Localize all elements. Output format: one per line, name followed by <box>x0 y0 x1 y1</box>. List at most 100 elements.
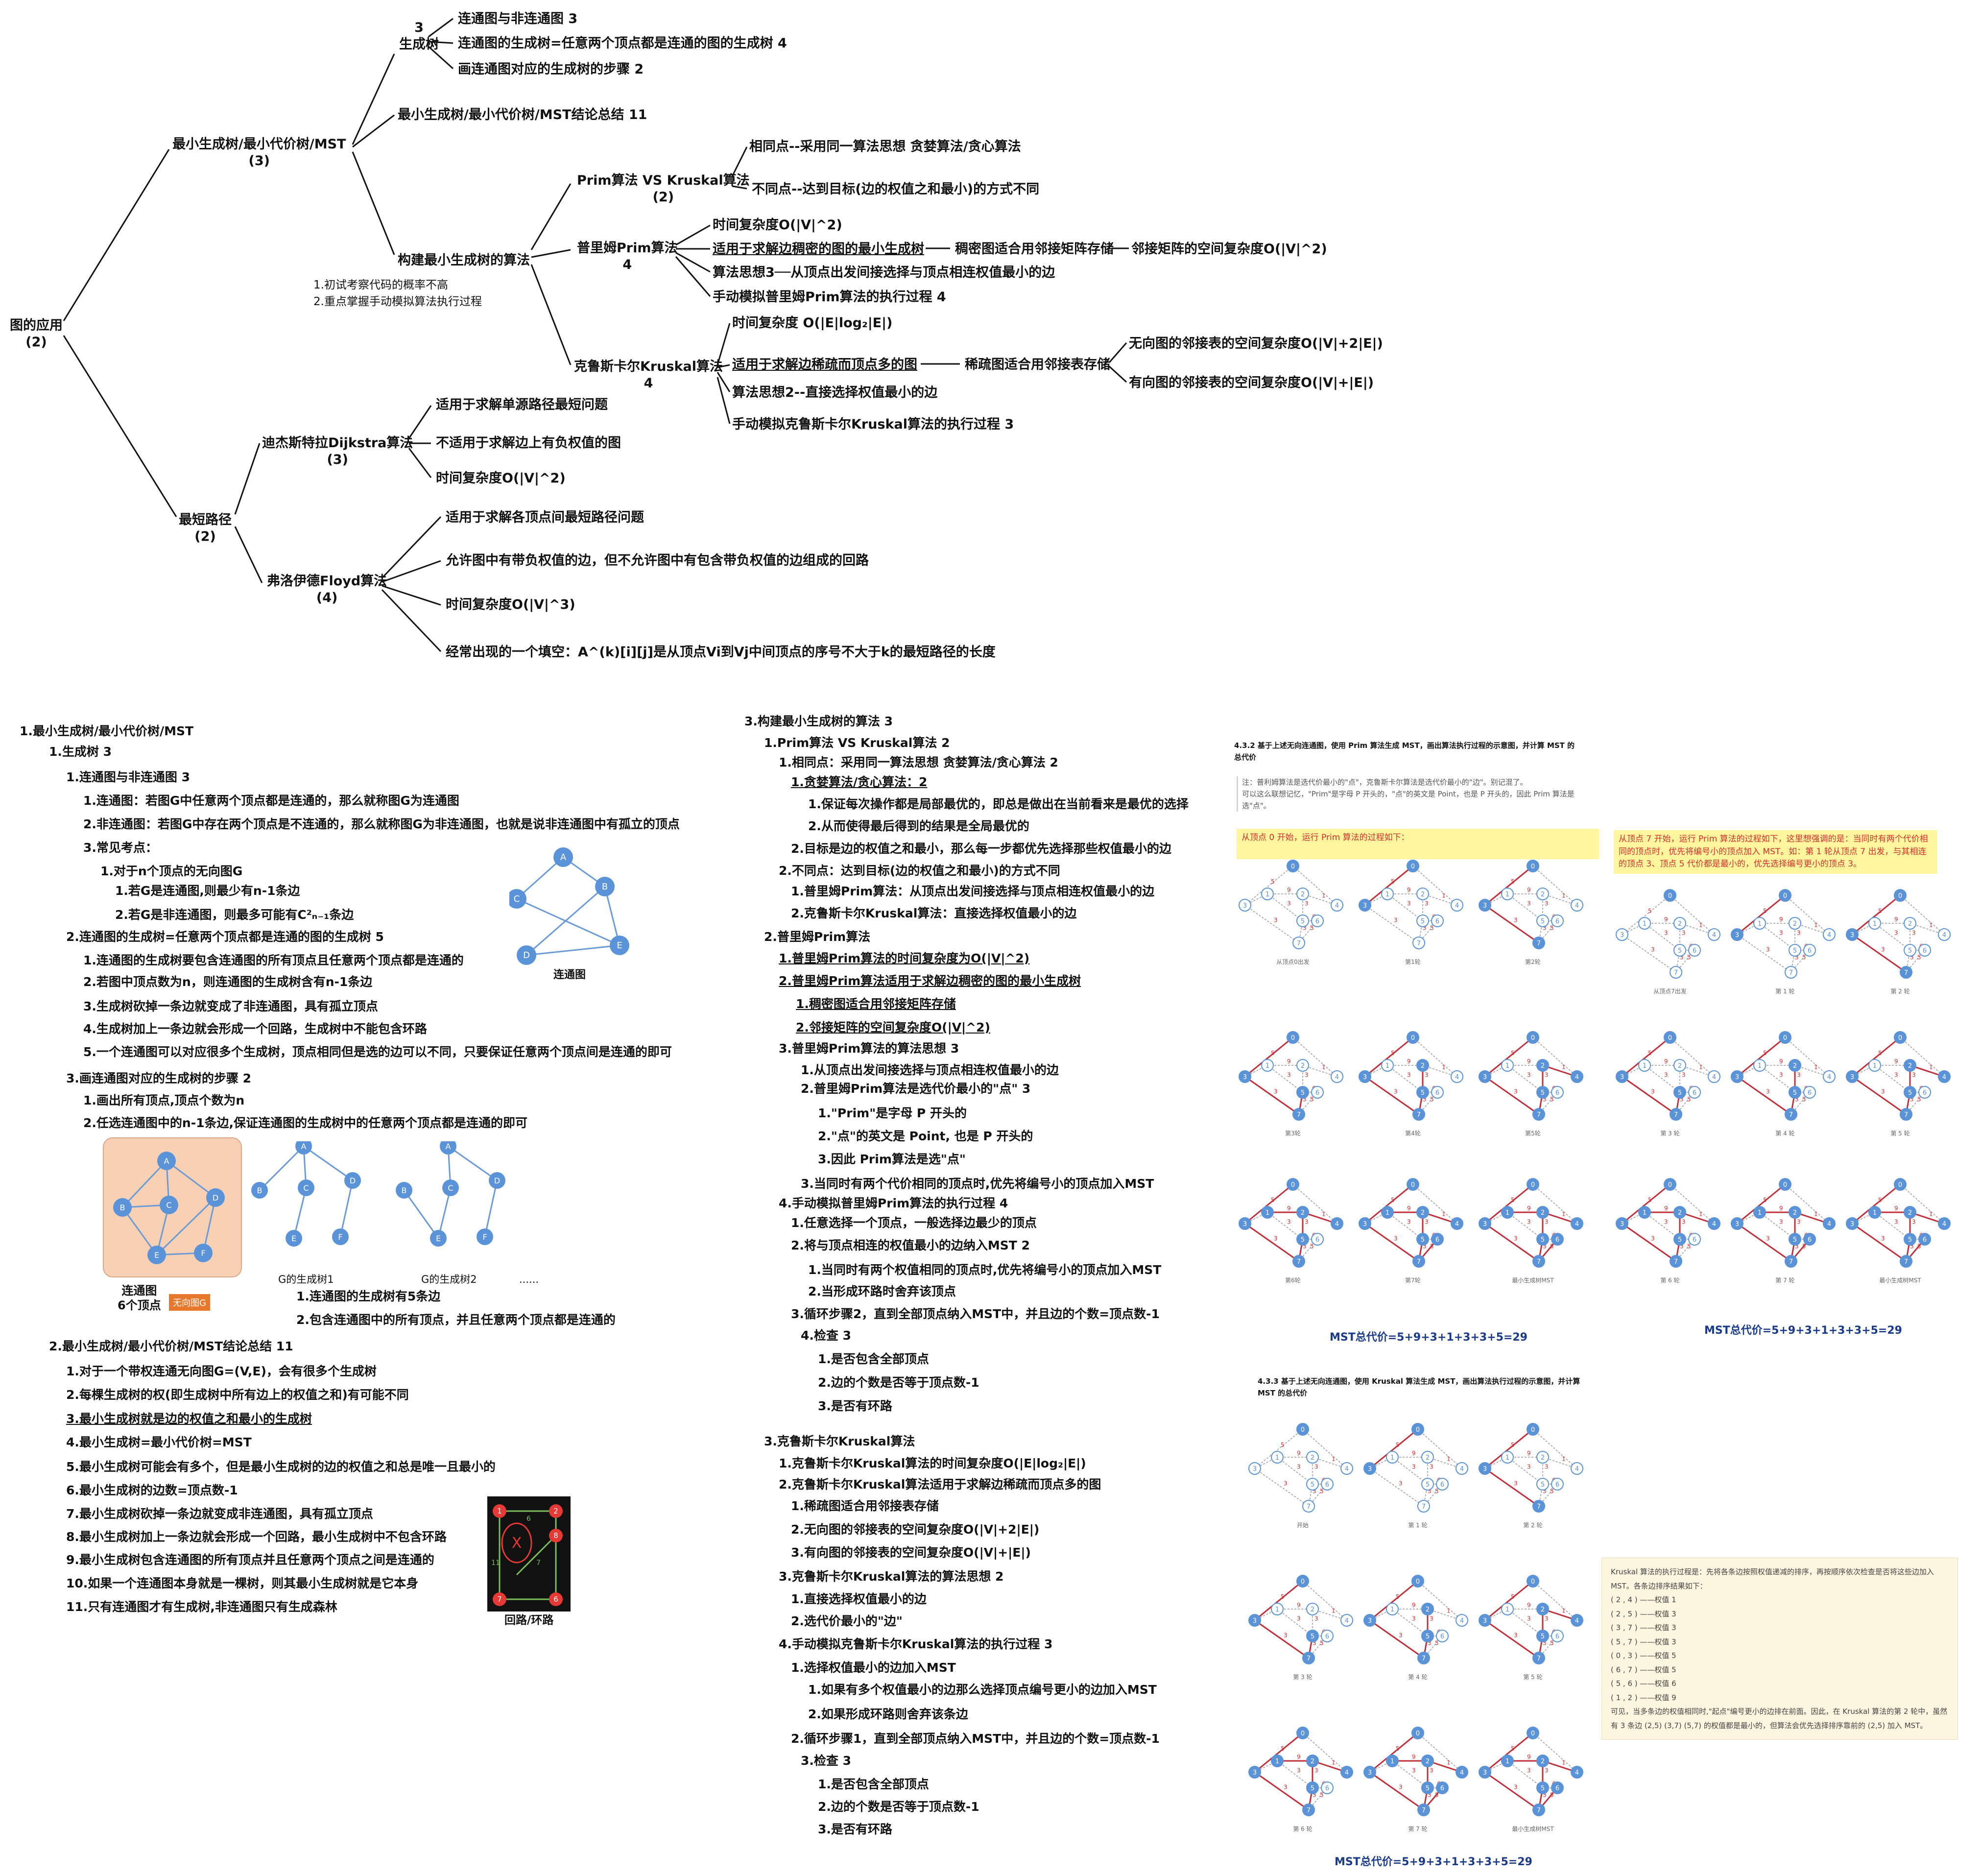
spanning-tree-node: 3 生成树 <box>399 20 439 52</box>
vertex-label: 3 <box>1483 1074 1487 1081</box>
graph-vertex <box>1479 1462 1491 1475</box>
graph-vertex <box>1296 1575 1309 1587</box>
graph-vertex <box>1823 928 1836 941</box>
floyd-item-3: 时间复杂度O(|V|^3) <box>446 597 575 612</box>
edge-weight: 9 <box>1407 887 1411 893</box>
graph-edge <box>1900 895 1945 935</box>
graph-vertex <box>1527 1727 1539 1739</box>
edge-weight: 3 <box>1428 1640 1432 1647</box>
graph-vertex <box>1456 1462 1468 1475</box>
step-caption: 开始 <box>1297 1522 1309 1529</box>
outline-line: 3.是否有环路 <box>818 1822 892 1836</box>
outline-line: 1."Prim"是字母 P 开头的 <box>818 1106 967 1120</box>
graph-edge <box>1412 866 1457 906</box>
edge-weight: 3 <box>1514 1784 1518 1791</box>
edge-weight: 3 <box>1680 1243 1684 1250</box>
svg-text:D: D <box>494 1176 500 1185</box>
algorithm-step-graph: 59313365301234567开始 <box>1248 1423 1353 1529</box>
edge-weight: 5 <box>1917 954 1921 961</box>
graph-edge <box>1417 1429 1462 1469</box>
graph-vertex <box>1296 914 1309 927</box>
graph-vertex <box>1918 1086 1931 1099</box>
step-caption: 第 7 轮 <box>1408 1826 1427 1832</box>
graph-edge <box>1254 1429 1303 1469</box>
graph-vertex <box>1571 1462 1583 1475</box>
vertex-label: 2 <box>1678 1209 1682 1217</box>
svg-text:B: B <box>602 882 608 892</box>
vertex-label: 0 <box>1301 1730 1305 1737</box>
graph-vertex <box>1900 966 1912 979</box>
edge-weight: 9 <box>1779 1058 1783 1065</box>
build-note-2: 2.重点掌握手动模拟算法执行过程 <box>313 295 482 308</box>
kruskal-node: 克鲁斯卡尔Kruskal算法 4 <box>574 359 723 391</box>
vertex-label: 1 <box>1505 1758 1509 1765</box>
edge-weight: 3 <box>1543 1243 1547 1250</box>
vertex-label: 7 <box>1307 1655 1311 1662</box>
graph-vertex <box>1421 1603 1434 1615</box>
floyd-item-4: 经常出现的一个填空：A^(k)[i][j]是从顶点Vi到Vj中间顶点的序号不大于… <box>446 645 996 660</box>
algorithm-step-graph: 59313365301234567第2轮 <box>1479 860 1583 965</box>
graph-edge <box>1874 1212 1910 1240</box>
graph-vertex <box>1731 1217 1743 1230</box>
graph-edge <box>1794 1065 1830 1077</box>
edge-weight: 3 <box>1314 1615 1318 1622</box>
prim-space: 邻接矩阵的空间复杂度O(|V|^2) <box>1131 241 1327 257</box>
vertex-label: 4 <box>1575 1221 1579 1228</box>
graph-vertex <box>1616 1070 1628 1083</box>
outline-line: 3.是否有环路 <box>818 1399 892 1413</box>
vertex-label: 4 <box>1827 1074 1831 1081</box>
graph-edge <box>1302 1429 1347 1469</box>
vertex-label: 2 <box>1311 1606 1314 1613</box>
edge-weight: 1 <box>1699 1064 1703 1071</box>
vertex-label: 0 <box>1898 1034 1902 1042</box>
kruskal-sparse-storage: 稀疏图适合用邻接表存储 <box>965 357 1110 372</box>
svg-text:B: B <box>257 1186 263 1195</box>
edge-weight: 3 <box>1287 1072 1291 1079</box>
graph-edge <box>1622 1076 1676 1115</box>
graph-vertex <box>1479 1614 1491 1627</box>
edge-weight: 3 <box>1894 930 1898 937</box>
edge-weight: 3 <box>1412 1464 1416 1470</box>
vertex-label: 5 <box>1421 1089 1425 1097</box>
graph-vertex <box>1381 888 1394 900</box>
graph-vertex <box>1779 1178 1791 1191</box>
vertex-label: 0 <box>1783 892 1787 900</box>
edge-weight: 5 <box>1878 1050 1882 1057</box>
step-caption: 第1轮 <box>1405 959 1421 965</box>
kruskal-manual: 手动模拟克鲁斯卡尔Kruskal算法的执行过程 3 <box>732 417 1014 432</box>
graph-edge <box>1507 1457 1543 1485</box>
vertex-label: 7 <box>1904 1258 1908 1266</box>
vertex-label: 7 <box>1789 969 1793 977</box>
vertex-label: 7 <box>1417 940 1421 947</box>
edge-weight: 3 <box>1545 1615 1549 1622</box>
graph-vertex <box>1501 888 1514 900</box>
edge-weight: 3 <box>1664 1219 1668 1226</box>
step-caption: 第 2 轮 <box>1523 1522 1542 1529</box>
vertex-label: 6 <box>1440 1633 1444 1640</box>
graph-vertex <box>1292 937 1305 949</box>
vertex-label: 4 <box>1575 1466 1579 1473</box>
edge-weight: 5 <box>1878 1197 1882 1203</box>
edge-weight: 3 <box>1313 1792 1316 1799</box>
algorithm-step-graph: 59313365301234567第 2 轮 <box>1846 889 1951 995</box>
vertex-label: 5 <box>1908 1236 1912 1244</box>
edge-weight: 5 <box>1511 878 1515 885</box>
edge-weight: 5 <box>1802 954 1806 961</box>
outline-line: 9.最小生成树包含连通图的所有顶点并且任意两个顶点之间是连通的 <box>66 1553 434 1567</box>
vertex-label: 7 <box>1307 1807 1311 1814</box>
graph-edge <box>1737 894 1786 936</box>
graph-edge <box>1484 1580 1533 1621</box>
svg-text:F: F <box>338 1232 342 1242</box>
vertex-label: 2 <box>1541 1758 1545 1765</box>
graph-edge <box>1244 1076 1299 1115</box>
graph-vertex <box>1239 1217 1251 1230</box>
graph-vertex <box>1731 1070 1743 1083</box>
vertex-label: 7 <box>1674 969 1678 977</box>
vertex-label: 3 <box>1483 1466 1487 1473</box>
edge-weight: 1 <box>1442 892 1446 899</box>
edge-weight: 1 <box>1322 1211 1326 1218</box>
vertex-label: 3 <box>1363 1074 1367 1081</box>
vertex-label: 5 <box>1301 1089 1305 1097</box>
graph-edge <box>1679 923 1715 935</box>
graph-vertex <box>1846 1070 1859 1083</box>
